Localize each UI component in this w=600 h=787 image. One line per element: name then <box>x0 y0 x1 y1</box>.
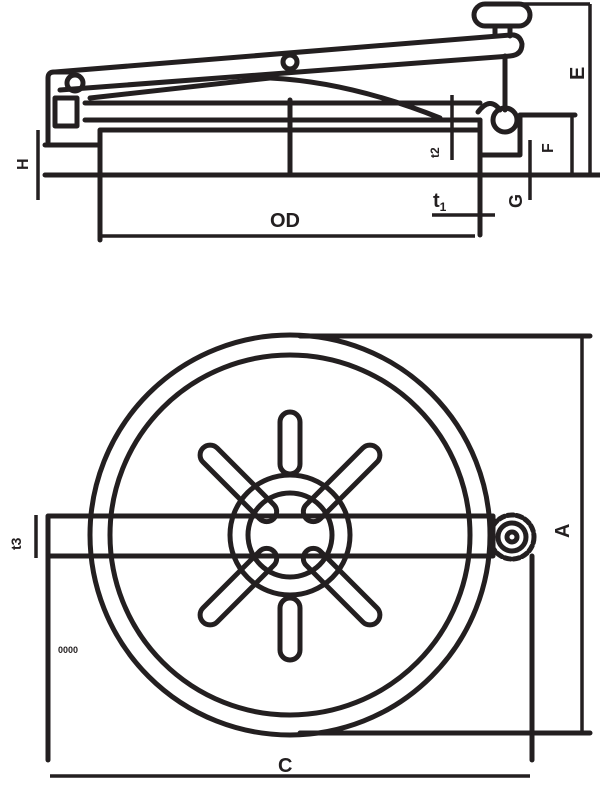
knob <box>471 1 533 29</box>
label-g: G <box>506 194 526 208</box>
handwheel-knob <box>487 512 537 562</box>
clamp-arm <box>52 32 525 93</box>
hub-inner <box>245 490 335 580</box>
inner-rim <box>107 352 473 718</box>
note-text: 0000 <box>58 645 78 655</box>
side-view: E F G t1 t2 OD H <box>15 1 600 243</box>
label-e: E <box>567 67 589 80</box>
label-c: C <box>278 755 292 777</box>
label-od: OD <box>270 210 300 232</box>
label-t1: t1 <box>433 190 447 214</box>
label-t2: t2 <box>428 147 442 158</box>
clamp-bar <box>45 513 496 559</box>
label-a: A <box>552 524 574 538</box>
label-t3: t3 <box>8 537 24 550</box>
outer-rim <box>87 332 493 738</box>
label-f: F <box>540 143 557 153</box>
label-h: H <box>15 158 32 170</box>
top-view: A t3 0000 C <box>8 332 593 778</box>
spokes <box>197 409 383 663</box>
